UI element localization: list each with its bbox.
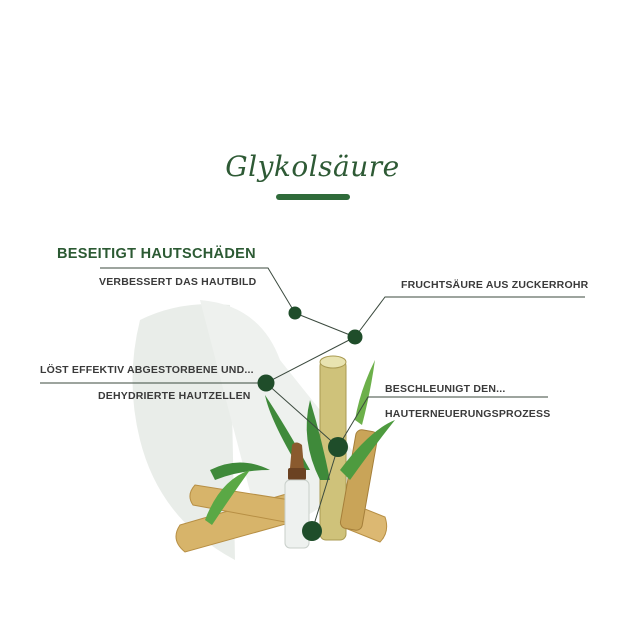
node-dots [257,306,363,541]
label-fruchtsaeure: FRUCHTSÄURE AUS ZUCKERROHR [401,279,589,291]
label-hauterneuerung: HAUTERNEUERUNGSPROZESS [385,408,551,420]
title-underline [276,194,350,200]
label-loest: LÖST EFFEKTIV ABGESTORBENE UND... [40,364,254,376]
label-beschleunigt: BESCHLEUNIGT DEN... [385,383,506,395]
label-dehydrierte: DEHYDRIERTE HAUTZELLEN [98,390,251,402]
leaves [205,360,395,525]
label-hautbild: VERBESSERT DAS HAUTBILD [99,276,257,288]
connector-lines [40,267,585,532]
headline-label: BESEITIGT HAUTSCHÄDEN [57,246,256,262]
page-title: Glykolsäure [225,150,400,183]
